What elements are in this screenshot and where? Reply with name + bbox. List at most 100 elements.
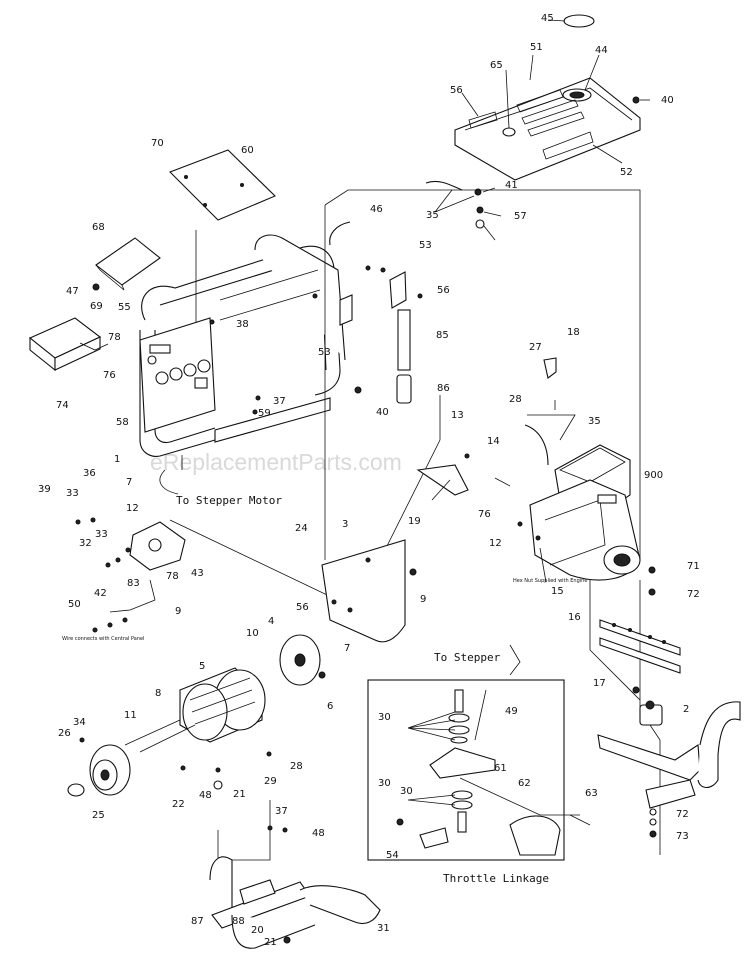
- callout-43: 43: [191, 568, 204, 579]
- callout-32: 32: [79, 538, 92, 549]
- callout-10: 10: [246, 628, 259, 639]
- callout-18: 18: [567, 327, 580, 338]
- callout-44: 44: [595, 45, 608, 56]
- callout-14: 14: [487, 436, 500, 447]
- callout-48b: 48: [312, 828, 325, 839]
- callout-21b: 21: [264, 937, 277, 948]
- callout-900: 900: [644, 470, 663, 481]
- callout-7b: 7: [344, 643, 350, 654]
- callout-12b: 12: [489, 538, 502, 549]
- front-handle: [209, 825, 381, 949]
- callout-49: 49: [505, 706, 518, 717]
- misc-right: [517, 400, 576, 583]
- callout-42: 42: [94, 588, 107, 599]
- callout-9b: 9: [175, 606, 181, 617]
- callout-28b: 28: [290, 761, 303, 772]
- note-hex-nut: Hex Nut Supplied with Engine: [513, 578, 587, 584]
- callout-37a: 37: [273, 396, 286, 407]
- callout-29: 29: [264, 776, 277, 787]
- callout-78a: 78: [108, 332, 121, 343]
- callout-56c: 56: [296, 602, 309, 613]
- callout-24: 24: [295, 523, 308, 534]
- callout-56: 56: [450, 85, 463, 96]
- callout-15: 15: [551, 586, 564, 597]
- throttle-linkage-inset: [367, 644, 591, 861]
- alternator: [124, 634, 326, 790]
- callout-48a: 48: [199, 790, 212, 801]
- end-cover: [67, 737, 131, 797]
- note-throttle-linkage: Throttle Linkage: [443, 872, 549, 885]
- callout-58: 58: [116, 417, 129, 428]
- callout-76a: 76: [103, 370, 116, 381]
- tank-leaders: [434, 19, 650, 241]
- callout-56b: 56: [437, 285, 450, 296]
- callout-22: 22: [172, 799, 185, 810]
- callout-45: 45: [541, 13, 554, 24]
- callout-54: 54: [386, 850, 399, 861]
- callout-69: 69: [90, 301, 103, 312]
- callout-5: 5: [199, 661, 205, 672]
- callout-30c: 30: [400, 786, 413, 797]
- callout-41a: 41: [505, 180, 518, 191]
- callout-27: 27: [529, 342, 542, 353]
- callout-36: 36: [83, 468, 96, 479]
- muffler-assembly: [312, 221, 423, 404]
- callout-78b: 78: [166, 571, 179, 582]
- control-cover: [28, 149, 276, 372]
- callout-35b: 35: [588, 416, 601, 427]
- callout-51: 51: [530, 42, 543, 53]
- callout-60: 60: [241, 145, 254, 156]
- callout-11: 11: [124, 710, 137, 721]
- callout-72b: 72: [676, 809, 689, 820]
- callout-71: 71: [687, 561, 700, 572]
- callout-72a: 72: [687, 589, 700, 600]
- callout-74: 74: [56, 400, 69, 411]
- shield-24: [321, 539, 417, 643]
- callout-35a: 35: [426, 210, 439, 221]
- callout-53b: 53: [318, 347, 331, 358]
- callout-63: 63: [585, 788, 598, 799]
- callout-30b: 30: [378, 778, 391, 789]
- fuel-tank: [425, 14, 641, 229]
- callout-4: 4: [268, 616, 274, 627]
- callout-86: 86: [437, 383, 450, 394]
- callout-6: 6: [327, 701, 333, 712]
- callout-55: 55: [118, 302, 131, 313]
- callout-37b: 37: [275, 806, 288, 817]
- callout-31: 31: [377, 923, 390, 934]
- callout-7a: 7: [126, 477, 132, 488]
- callout-1: 1: [114, 454, 120, 465]
- callout-65: 65: [490, 60, 503, 71]
- callout-53a: 53: [419, 240, 432, 251]
- callout-17: 17: [593, 678, 606, 689]
- callout-50: 50: [68, 599, 81, 610]
- callout-25: 25: [92, 810, 105, 821]
- callout-2: 2: [683, 704, 689, 715]
- callout-34: 34: [73, 717, 86, 728]
- callout-19: 19: [408, 516, 421, 527]
- note-to-stepper: To Stepper: [434, 651, 501, 664]
- right-handle: [597, 566, 741, 838]
- callout-39: 39: [38, 484, 51, 495]
- callout-38: 38: [236, 319, 249, 330]
- callout-13: 13: [451, 410, 464, 421]
- callout-68: 68: [92, 222, 105, 233]
- callout-46: 46: [370, 204, 383, 215]
- callout-28a: 28: [509, 394, 522, 405]
- callout-62: 62: [518, 778, 531, 789]
- callout-87: 87: [191, 916, 204, 927]
- callout-70: 70: [151, 138, 164, 149]
- callout-73: 73: [676, 831, 689, 842]
- callout-9a: 9: [420, 594, 426, 605]
- callout-76b: 76: [478, 509, 491, 520]
- callouts: 45 51 44 65 56 40 70 60 41 57 35 52 46 5…: [38, 13, 700, 948]
- callout-21a: 21: [233, 789, 246, 800]
- callout-88: 88: [232, 916, 245, 927]
- callout-85: 85: [436, 330, 449, 341]
- callout-83: 83: [127, 578, 140, 589]
- callout-57: 57: [514, 211, 527, 222]
- callout-59: 59: [258, 408, 271, 419]
- callout-33a: 33: [66, 488, 79, 499]
- bracket-19: [416, 453, 511, 501]
- callout-52: 52: [620, 167, 633, 178]
